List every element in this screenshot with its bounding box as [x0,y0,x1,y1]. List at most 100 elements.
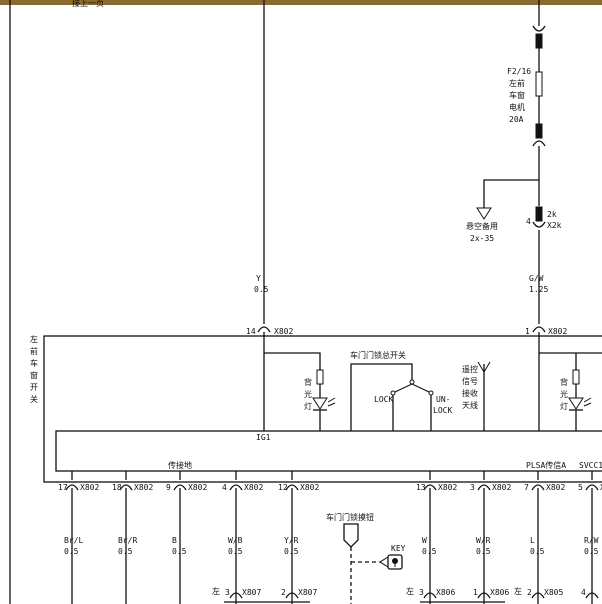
standby-terminal-symbol [476,207,492,220]
svg-text:光: 光 [560,389,568,399]
master-switch-pivot [409,379,415,385]
left-backlight-led [312,397,328,410]
bottom-wire-color: Y/R [284,536,299,545]
bottom-wire-size: 0.5 [172,547,187,556]
bottom-wire-size: 0.5 [284,547,299,556]
antenna-arm-left [477,361,485,373]
bottom-wire-color: B [172,536,177,545]
bottom-wire-size: 0.5 [476,547,491,556]
svg-text:天线: 天线 [462,400,478,410]
bottom-pin-number: 5 [578,483,583,492]
svg-text:遥控: 遥控 [462,364,478,374]
bottom-wire-color: R/W [584,536,599,545]
lower-connector-pin: 2 [527,588,532,597]
bottom-wire-color: Br/R [118,536,137,545]
bottom-pin-number: 18 [112,483,122,492]
top-left-fragment: 接上一页 [72,0,104,8]
svg-text:窗: 窗 [30,370,38,380]
antenna-arm-right [483,361,491,373]
master-switch-frame [350,363,413,431]
window-switch-body [43,335,602,483]
svg-text:灯: 灯 [560,401,568,411]
bottom-pin-connector [119,484,133,491]
fuse-line1: 左前 [509,78,525,88]
fuse-bottom-connector [532,140,546,147]
bottom-pin-number: 3 [470,483,475,492]
standby-line1: 悬空备用 [466,221,498,231]
bottom-pin-number: 13 [416,483,426,492]
bottom-pin-number: 4 [222,483,227,492]
wire-gw-size: 1.25 [529,285,548,294]
standby-branch-wire [483,179,539,208]
right-backlight-led [568,397,584,410]
bottom-pin-connector-label: X802 [244,483,263,492]
bottom-wire-size: 0.5 [584,547,599,556]
bottom-pin-connector [173,484,187,491]
bottom-pin-number: 7 [524,483,529,492]
left-led-ray-1 [327,397,336,403]
connector-2k-code: X2k [547,221,562,230]
lower-connector-code: X805 [544,588,563,597]
fuse-id: F2/16 [507,67,531,76]
lock-label: LOCK [374,395,393,404]
bottom-pin-connector-label: X802 [546,483,565,492]
svg-text:背: 背 [560,377,568,387]
bottom-pin-connector-label: X802 [600,483,602,492]
svg-text:信号: 信号 [462,376,478,386]
svg-text:左: 左 [30,334,38,344]
connector-2k-terminal [535,206,543,222]
lower-connector-prefix: 左 [212,586,220,596]
pin-14-label: 14 [246,327,256,336]
key-icon-body [387,554,403,570]
fuse-line2: 车窗 [509,90,525,100]
master-switch-lock-contact [394,383,413,393]
pin-1-label: 1 [525,327,530,336]
bottom-pin-connector-label: X802 [134,483,153,492]
lower-connector-pin: 1 [473,588,478,597]
bottom-pin-connector-label: X802 [492,483,511,492]
right-led-ray-1 [583,397,592,403]
bottom-pin-connector [229,484,243,491]
pin-14-connector [257,326,271,333]
svg-text:前: 前 [30,346,38,356]
bottom-pin-connector [477,484,491,491]
svg-text:关: 关 [30,394,38,404]
bottom-pin-connector [531,484,545,491]
unlock-label-2: LOCK [433,406,452,415]
master-switch-title: 车门门锁总开关 [350,350,406,360]
lower-connector-arc [477,592,491,599]
left-backlight-wire [264,352,321,370]
bottom-pin-connector [423,484,437,491]
pin-1-connector [532,326,546,333]
bottom-pin-connector-label: X802 [438,483,457,492]
lower-connector-code: X806 [436,588,455,597]
right-backlight-resistor [572,369,580,385]
svg-text:光: 光 [304,389,312,399]
bottom-pin-connector-label: X802 [300,483,319,492]
fuse-rating: 20A [509,115,524,124]
unlock-label-1: UN- [436,395,450,404]
top-border-bar [0,0,602,5]
lower-connector-arc [531,592,545,599]
fuse-top-connector [532,25,546,32]
bottom-pin-connector [585,484,599,491]
fuse-line3: 电机 [509,102,525,112]
fuse-bottom-terminal [535,123,543,139]
antenna-label: 遥控 信号 接收 天线 [462,364,478,410]
bottom-wire-color: W/R [476,536,491,545]
bottom-wire-color: L [530,536,535,545]
right-backlight-label: 背 光 灯 [560,377,568,411]
lower-connector-pin: 2 [281,588,286,597]
plsa-label: PLSA传信A [526,460,566,470]
unlock-terminal [428,390,434,396]
master-switch-unlock-contact [411,383,430,393]
bottom-pin-connector [65,484,79,491]
lower-connector-arc [585,592,599,599]
left-backlight-label: 背 光 灯 [304,377,312,411]
connector-2k-pin: 4 [526,217,531,226]
bottom-pin-connector [285,484,299,491]
lower-connector-prefix: 左 [514,586,522,596]
